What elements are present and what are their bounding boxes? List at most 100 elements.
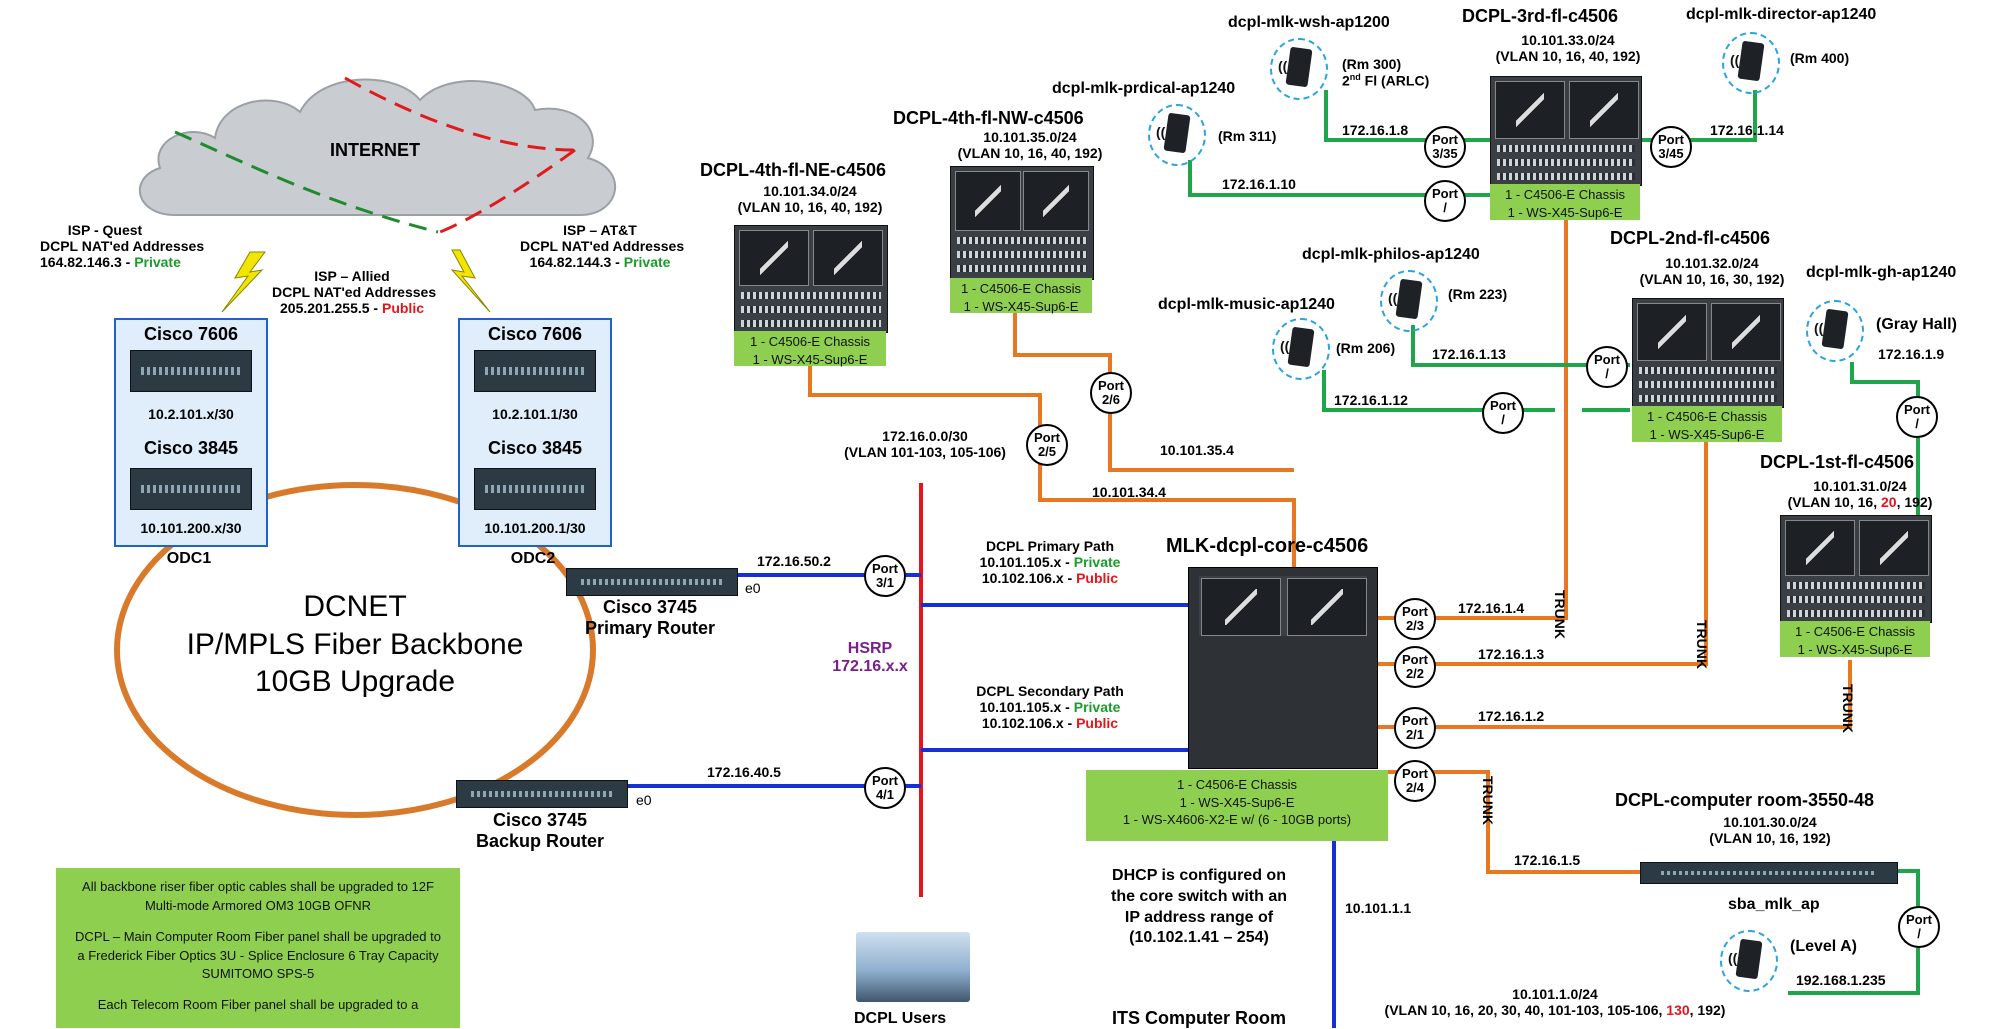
line-card <box>1639 367 1777 374</box>
wireless-ap-icon[interactable]: (( <box>1720 930 1778 992</box>
upgrade-notes-box: All backbone riser fiber optic cables sh… <box>56 868 460 1028</box>
wireless-ap-icon[interactable]: (( <box>1148 104 1206 166</box>
ap-wsh-floor-sup: nd <box>1349 72 1361 83</box>
ap-wsh-room-label: (Rm 300) 2nd Fl (ARLC) <box>1342 56 1429 89</box>
secondary-path-ip1-value: 10.101.105.x - <box>979 699 1074 716</box>
fl4nw-subnet: 10.101.35.0/24 <box>983 129 1077 145</box>
isp-quest-ip: 164.82.146.3 - Private <box>40 254 181 270</box>
wireless-ap-icon[interactable]: (( <box>1722 32 1780 94</box>
fl3-subnet: 10.101.33.0/24 <box>1521 32 1615 48</box>
supervisor-module <box>1569 81 1639 139</box>
fl1-subnet-label: 10.101.31.0/24 (VLAN 10, 16, 20, 192) <box>1770 478 1950 510</box>
core-gateway-ip: 10.101.1.1 <box>1345 900 1412 916</box>
primary-router-name: Cisco 3745 <box>602 597 698 617</box>
comproom-switch-icon[interactable] <box>1640 862 1898 884</box>
internet-cloud <box>138 78 617 216</box>
fl2-hw-line: 1 - WS-X45-Sup6-E <box>1649 426 1765 442</box>
ap-sba-room: (Level A) <box>1790 938 1857 955</box>
odc1-box: Cisco 7606 10.2.101.x/30 Cisco 3845 10.1… <box>114 318 268 547</box>
fl4nw-hardware-box: 1 - C4506-E Chassis 1 - WS-X45-Sup6-E <box>950 278 1092 314</box>
antenna-icon: (( <box>1730 52 1740 68</box>
port-number: 2/6 <box>1101 392 1121 407</box>
fl1-subnet: 10.101.31.0/24 <box>1813 478 1907 494</box>
ap-philos-room: (Rm 223) <box>1448 286 1508 302</box>
secondary-path-ip2-value: 10.102.106.x - <box>981 715 1077 732</box>
wireless-ap-icon[interactable]: (( <box>1270 38 1328 100</box>
fl4ne-subnet: 10.101.34.0/24 <box>763 183 857 199</box>
cisco-3845-router-icon[interactable] <box>474 468 596 510</box>
isp-att-label: ISP – AT&T DCPL NAT'ed Addresses 164.82.… <box>520 222 684 270</box>
fl1-chassis-icon[interactable] <box>1780 515 1932 623</box>
isp-allied-ip-value: 205.201.255.5 - <box>280 300 382 317</box>
fl1-hw-line: 1 - WS-X45-Sup6-E <box>1797 641 1913 657</box>
odc2-router-bottom-name: Cisco 3845 <box>487 438 583 458</box>
fl3-chassis-icon[interactable] <box>1490 76 1642 186</box>
wireless-ap-icon[interactable]: (( <box>1806 300 1864 362</box>
port-philos[interactable]: Port/ <box>1586 346 1628 388</box>
line-card <box>957 251 1087 258</box>
line-card <box>1639 381 1777 388</box>
core-switch-chassis-icon[interactable] <box>1188 567 1378 769</box>
port-gh[interactable]: Port/ <box>1896 396 1938 438</box>
note-spacer <box>70 984 446 996</box>
ap-wsh-floor: 2nd Fl (ARLC) <box>1342 72 1429 89</box>
supervisor-module <box>1023 171 1089 231</box>
port-number: 2/4 <box>1405 780 1425 795</box>
odc2-router-top-name: Cisco 7606 <box>487 324 583 344</box>
secondary-path-ip2: 10.102.106.x - Public <box>950 715 1150 731</box>
isp-quest-type: Private <box>134 254 181 271</box>
fl4ne-chassis-icon[interactable] <box>734 225 888 333</box>
wireless-ap-icon[interactable]: (( <box>1380 270 1438 332</box>
port-number: / <box>1915 416 1919 431</box>
note-paragraph: DCPL – Main Computer Room Fiber panel sh… <box>75 928 441 982</box>
its-subnet: 10.101.1.0/24 <box>1512 986 1598 1002</box>
ap-music-room: (Rm 206) <box>1336 340 1396 356</box>
transit-vlan: (VLAN 101-103, 105-106) <box>844 444 1006 461</box>
cisco-3845-router-icon[interactable] <box>130 468 252 510</box>
link-core-to-fl2 <box>1376 440 1708 666</box>
ap-director-room: (Rm 400) <box>1790 50 1850 66</box>
wireless-ap-icon[interactable]: (( <box>1272 318 1330 380</box>
dhcp-note-line: (10.102.1.41 – 254) <box>1129 929 1269 947</box>
ap-sba-ip: 192.168.1.235 <box>1796 972 1886 988</box>
fl2-chassis-icon[interactable] <box>1632 298 1784 408</box>
line-card <box>1497 159 1635 166</box>
odc2-label: ODC2 <box>510 550 556 567</box>
primary-router-icon[interactable] <box>566 568 738 596</box>
supervisor-module <box>1287 578 1367 636</box>
port-sba[interactable]: Port/ <box>1898 906 1940 948</box>
dcnet-subtitle: IP/MPLS Fiber Backbone <box>186 627 524 661</box>
secondary-path-label: DCPL Secondary Path 10.101.105.x - Priva… <box>950 683 1150 731</box>
odc1-router-top-name: Cisco 7606 <box>143 324 239 344</box>
trunk-label-fl1: TRUNK <box>1840 684 1856 733</box>
dhcp-note: DHCP is configured on the core switch wi… <box>1104 866 1294 949</box>
port-word: Port <box>872 561 898 577</box>
line-card <box>1639 395 1777 402</box>
line-card <box>741 292 881 299</box>
port-prdical[interactable]: Port/ <box>1424 180 1466 222</box>
lightning-bolt-quest <box>221 251 266 313</box>
fl3-hw-line: 1 - C4506-E Chassis <box>1505 187 1625 202</box>
fl4nw-chassis-icon[interactable] <box>950 166 1094 280</box>
trunk-label-fl2: TRUNK <box>1694 620 1710 669</box>
line-card <box>957 265 1087 272</box>
link-prdical-ap <box>1188 160 1490 197</box>
port-music[interactable]: Port/ <box>1482 392 1524 434</box>
cisco-7606-router-icon[interactable] <box>130 350 252 392</box>
backup-router-icon[interactable] <box>456 780 628 808</box>
trunk-label-comproom: TRUNK <box>1480 776 1496 825</box>
cisco-7606-router-icon[interactable] <box>474 350 596 392</box>
core-switch-name: MLK-dcpl-core-c4506 <box>1166 535 1369 557</box>
line-card <box>1787 610 1925 617</box>
odc1-ip-top: 10.2.101.x/30 <box>148 406 234 422</box>
